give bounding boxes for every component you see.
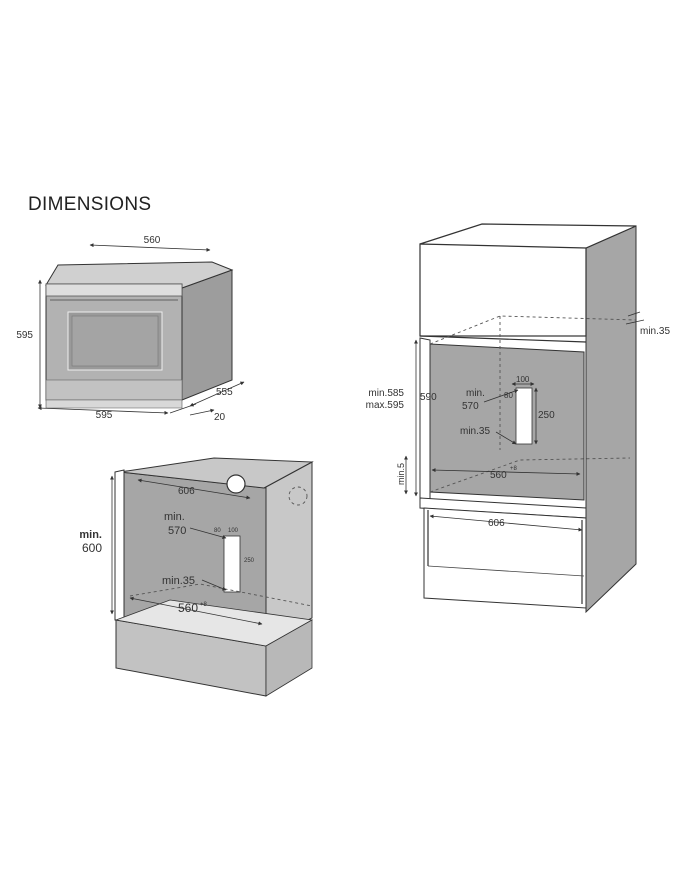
uc-min35-label: min.35 (162, 575, 195, 587)
uc-width-label: 560 (178, 601, 198, 615)
column-cabinet-drawing (419, 223, 637, 614)
col-min35-top-label: min.35 (640, 326, 670, 337)
uc-vent-h: 250 (244, 558, 255, 564)
col-vent-w1: 80 (504, 391, 513, 400)
col-height-label: 590 (420, 392, 437, 403)
uc-vent-w2: 100 (228, 528, 239, 534)
col-height-min-label: min.585 (368, 388, 404, 399)
uc-inner-min-value: 570 (168, 525, 186, 537)
col-inner-min-value: 570 (462, 401, 479, 412)
col-vent-w2: 100 (516, 375, 530, 384)
col-height-max-label: max.595 (366, 400, 405, 411)
oven-width-bottom-label: 595 (96, 410, 113, 421)
oven-front-label: 20 (214, 412, 226, 423)
uc-inner-min-label: min. (164, 511, 185, 523)
col-min5-label: min.5 (396, 463, 406, 485)
oven-width-top-label: 560 (144, 235, 161, 246)
under-counter-drawing (114, 457, 314, 697)
uc-min-value: 600 (82, 541, 102, 555)
oven-height-label: 595 (16, 330, 33, 341)
col-min35-label: min.35 (460, 426, 490, 437)
oven-depth-label: 555 (216, 387, 233, 398)
col-inner-min-label: min. (466, 388, 485, 399)
uc-min-label: min. (79, 529, 102, 541)
uc-vent-w1: 80 (214, 528, 221, 534)
col-width-sup: +8 (510, 466, 518, 472)
oven-drawing (45, 261, 234, 409)
col-depth-label: 606 (488, 518, 505, 529)
page-title: DIMENSIONS (28, 194, 152, 215)
uc-depth-label: 606 (178, 486, 195, 497)
col-vent-h: 250 (538, 410, 555, 421)
uc-width-sup: +8 (200, 602, 208, 608)
col-width-label: 560 (490, 470, 507, 481)
